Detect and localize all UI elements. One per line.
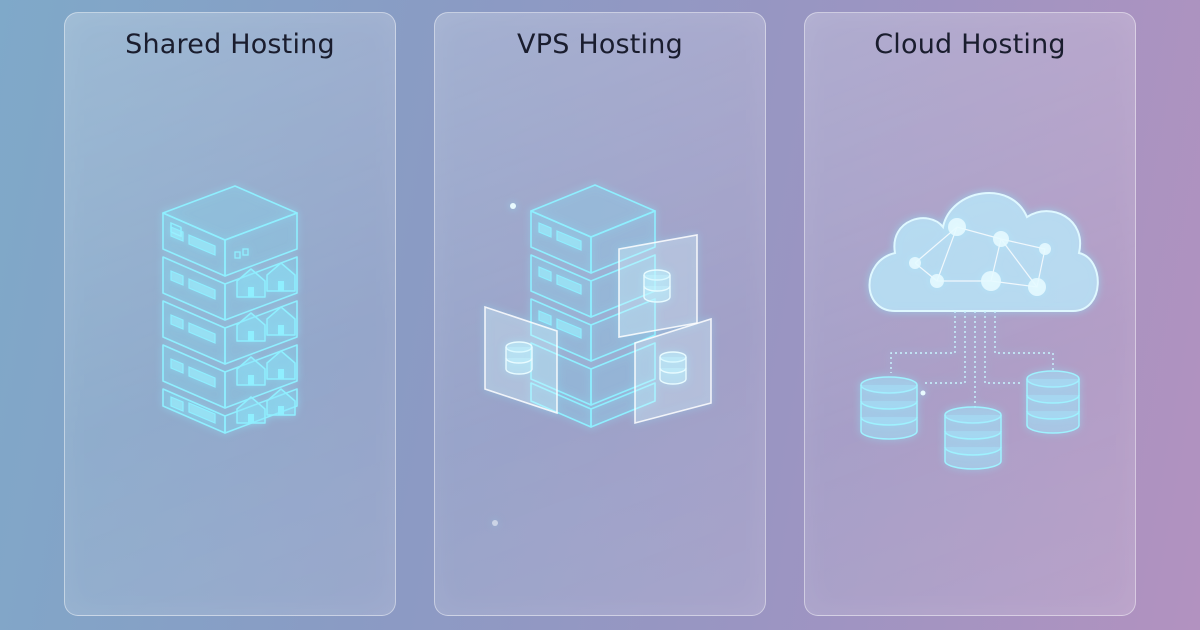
server-rack-with-houses-icon (162, 185, 298, 434)
cloud-hosting-card: Cloud Hosting (804, 12, 1136, 616)
cloud-with-databases-icon (860, 192, 1099, 470)
card-title: Shared Hosting (125, 29, 335, 60)
card-title: Cloud Hosting (874, 29, 1066, 60)
card-title: VPS Hosting (517, 29, 683, 60)
server-rack-with-virtual-panels-icon (484, 184, 712, 526)
vps-hosting-card: VPS Hosting (434, 12, 766, 616)
shared-hosting-card: Shared Hosting (64, 12, 396, 616)
